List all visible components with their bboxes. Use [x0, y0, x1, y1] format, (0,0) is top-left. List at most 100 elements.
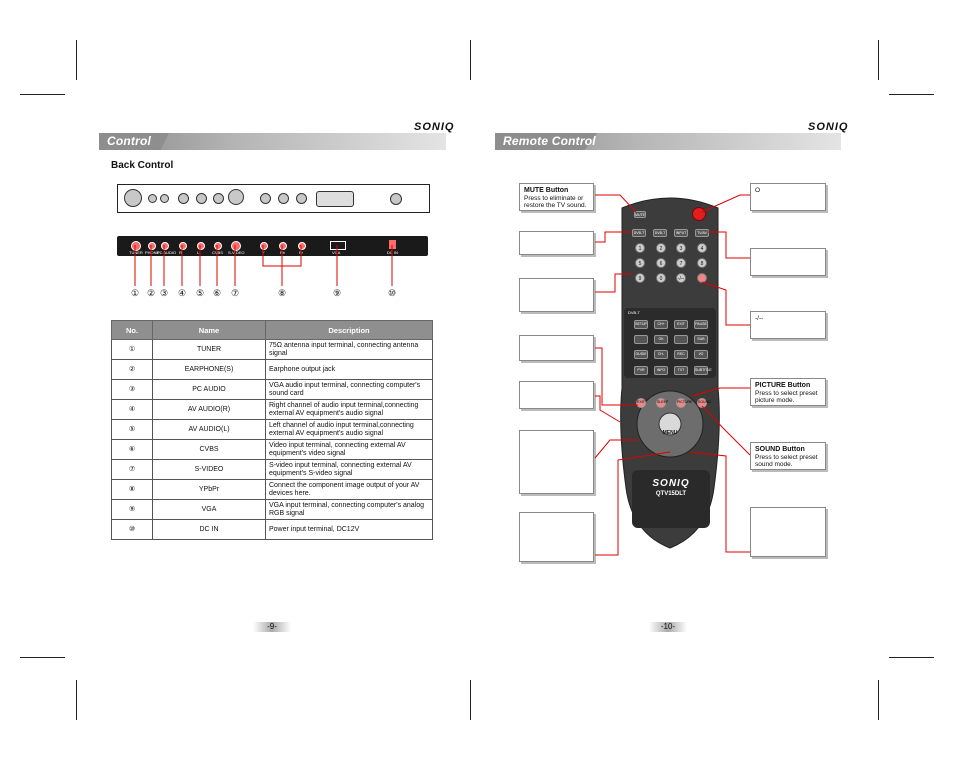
digit-button[interactable]: 9 [635, 273, 645, 283]
power-callout: O [750, 183, 826, 211]
row-desc: Connect the component image output of yo… [265, 479, 433, 500]
crop-mark [889, 657, 934, 658]
row-name: PC AUDIO [152, 379, 266, 400]
crop-mark [20, 94, 65, 95]
digit-button[interactable]: 0 [656, 273, 666, 283]
dvb-button[interactable]: SUBTITLE [694, 366, 712, 375]
callout-blank [750, 248, 826, 276]
picture-callout: PICTURE Button Press to select preset pi… [750, 378, 826, 406]
panel-label: R [179, 250, 182, 255]
digit-button[interactable]: 3 [676, 243, 686, 253]
exit-button[interactable]: EXIT [636, 398, 646, 408]
dvb-button[interactable]: TXT [674, 366, 688, 375]
row-name: CVBS [152, 439, 266, 460]
section-header: Remote Control [495, 133, 841, 150]
dvb-section-label: DVB-T [628, 310, 640, 315]
dvb-button[interactable]: SUB [694, 335, 708, 344]
cvbs-jack-dark [214, 242, 222, 250]
row-desc: S-video input terminal, connecting exter… [265, 459, 433, 480]
dc-in-jack [390, 193, 402, 205]
callout-blank [519, 278, 594, 312]
row-no: ⑧ [111, 479, 153, 500]
callout-number: ③ [159, 288, 169, 298]
row-no: ③ [111, 379, 153, 400]
back-panel-diagram [117, 184, 430, 213]
vga-port-dark [330, 241, 346, 250]
source-button-dvbt[interactable]: DVB-T [632, 229, 646, 237]
dvb-button[interactable]: CH+ [654, 320, 668, 329]
dvb-button[interactable] [634, 335, 648, 344]
source-button-input[interactable]: INPUT [674, 229, 688, 237]
callout-number: ⑥ [212, 288, 222, 298]
menu-button[interactable]: MENU [662, 430, 678, 436]
dvb-button[interactable] [674, 335, 688, 344]
picture-button[interactable]: PICTURE [676, 398, 692, 408]
r-jack-dark [179, 242, 187, 250]
callout-text: Press to eliminate or restore the TV sou… [524, 194, 587, 210]
dvb-button[interactable]: PVR [634, 366, 648, 375]
row-desc: VGA input terminal, connecting computer'… [265, 499, 433, 520]
callout-number: ② [146, 288, 156, 298]
crop-mark [20, 657, 65, 658]
callout-text: O [755, 187, 761, 194]
svideo-jack [228, 189, 244, 205]
callout-number: ⑧ [277, 288, 287, 298]
dvb-button[interactable]: EXIT [674, 320, 688, 329]
digit-button[interactable]: 5 [635, 258, 645, 268]
callout-number: ④ [177, 288, 187, 298]
col-header-no: No. [111, 320, 153, 340]
crop-mark [470, 40, 471, 80]
dash-button[interactable]: -/-- [676, 273, 686, 283]
mute-button[interactable]: MUTE [634, 211, 646, 218]
digit-button[interactable]: 2 [656, 243, 666, 253]
remote-model: QTV15DLT [655, 491, 687, 497]
leader-lines [134, 245, 393, 286]
power-icon[interactable] [692, 207, 706, 221]
digit-button[interactable]: 1 [635, 243, 645, 253]
crop-mark [889, 94, 934, 95]
source-button-dvbt2[interactable]: DVB-T [653, 229, 667, 237]
av-r-jack [178, 193, 189, 204]
section-title: Back Control [111, 160, 174, 171]
pr-jack [296, 193, 307, 204]
dvb-button[interactable]: SETUP [634, 320, 648, 329]
crop-mark [76, 680, 77, 720]
row-name: EARPHONE(S) [152, 359, 266, 380]
sound-button[interactable]: SOUND [697, 398, 711, 408]
panel-label: VGA [332, 250, 341, 255]
row-desc: Earphone output jack [265, 359, 433, 380]
dvb-button[interactable]: I/O [694, 350, 708, 359]
panel-label: L [197, 250, 200, 255]
digit-button[interactable]: 7 [676, 258, 686, 268]
dvb-button[interactable]: PAUSE [694, 320, 708, 329]
row-name: AV AUDIO(L) [152, 419, 266, 440]
sleep-button[interactable]: SLEEP [656, 398, 668, 408]
digit-button[interactable]: 6 [656, 258, 666, 268]
row-no: ① [111, 339, 153, 360]
svideo-jack-dark [231, 241, 241, 251]
row-name: TUNER [152, 339, 266, 360]
pb-jack [278, 193, 289, 204]
row-name: DC IN [152, 519, 266, 540]
crop-mark [76, 40, 77, 80]
callout-blank [519, 430, 594, 494]
callout-blank [519, 335, 594, 361]
dvb-button[interactable]: GUIDE [634, 350, 648, 359]
dvb-button[interactable]: REC [674, 350, 688, 359]
remote-brand: SONIQ [652, 478, 690, 489]
source-button-tvav[interactable]: TV/AV [695, 229, 709, 237]
callout-number: ⑨ [332, 288, 342, 298]
row-no: ④ [111, 399, 153, 420]
dvb-button[interactable]: CH- [654, 350, 668, 359]
dvb-button[interactable]: INFO [654, 366, 668, 375]
dvb-button[interactable]: OK [654, 335, 668, 344]
callout-text: Press to select preset picture mode. [755, 389, 818, 405]
digit-button[interactable]: 4 [697, 243, 707, 253]
callout-blank [750, 507, 826, 557]
sound-callout: SOUND Button Press to select preset soun… [750, 442, 826, 470]
digit-button[interactable]: 8 [697, 258, 707, 268]
